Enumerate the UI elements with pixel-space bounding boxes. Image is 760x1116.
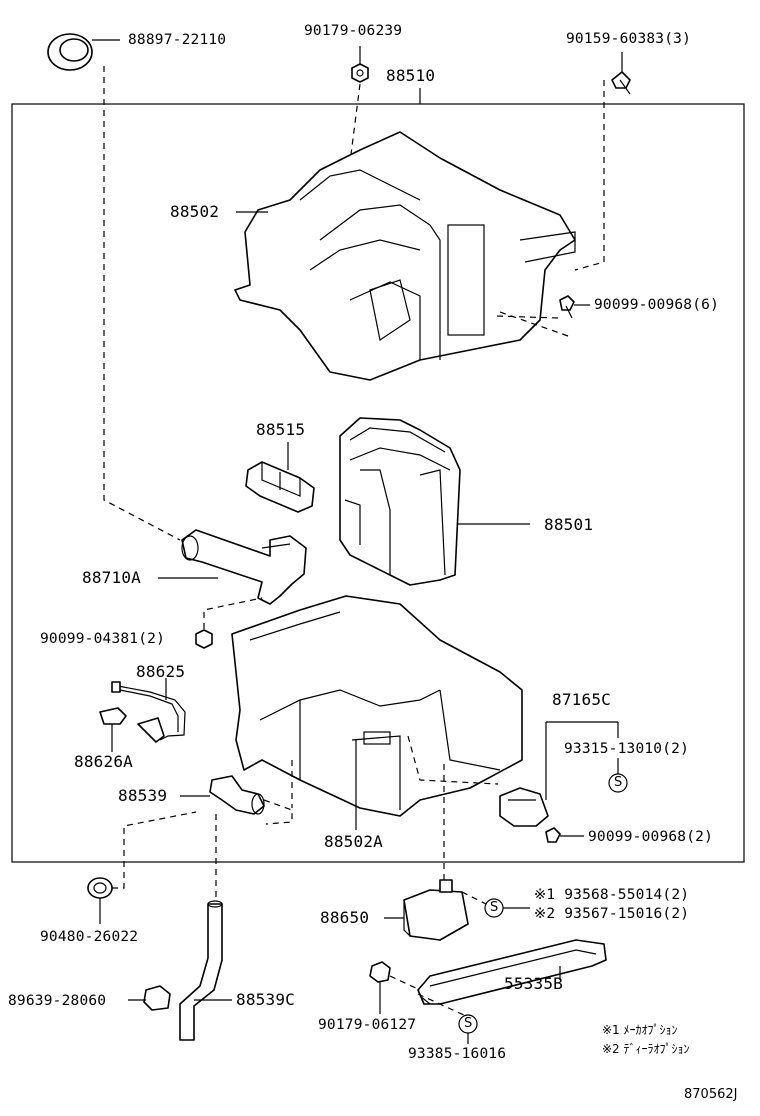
- s-mark-93315-icon: [608, 773, 628, 793]
- nut-90179-06239-icon: [351, 63, 369, 83]
- oring-88897-icon: [47, 33, 93, 71]
- dash-93385: [417, 993, 467, 1017]
- note-maker-option: ※1 ﾒｰｶｵﾌﾟｼｮﾝ: [602, 1023, 678, 1037]
- hose-88539-icon: [209, 775, 265, 815]
- label-88626A: 88626A: [74, 752, 133, 771]
- label-88710A: 88710A: [82, 568, 141, 587]
- label-88539: 88539: [118, 786, 168, 805]
- s-mark-93385-text: S: [464, 1016, 473, 1031]
- dash-bottom-case: [407, 735, 499, 785]
- grommet-90480-icon: [87, 877, 113, 899]
- lower-case-88502A-icon: [231, 595, 523, 817]
- screw-90159-icon: [611, 71, 631, 95]
- amplifier-88650-icon: [403, 879, 469, 941]
- label-90099-00968-2: 90099-00968(2): [588, 829, 714, 845]
- clip-88626A-icon: [99, 707, 127, 725]
- label-88502A: 88502A: [324, 832, 383, 851]
- clamp-89639-icon: [143, 985, 171, 1011]
- dash-88539: [263, 799, 293, 825]
- label-88515: 88515: [256, 420, 306, 439]
- dash-88710A: [203, 597, 263, 640]
- label-88897-22110: 88897-22110: [128, 32, 227, 48]
- label-90179-06127: 90179-06127: [318, 1017, 417, 1033]
- label-87165C: 87165C: [552, 690, 611, 709]
- label-93385-16016: 93385-16016: [408, 1046, 507, 1062]
- bracket-87165C-icon: [499, 787, 549, 827]
- label-90480-26022: 90480-26022: [40, 929, 139, 945]
- dash-88650-s: [461, 891, 487, 905]
- dash-90099-6b: [499, 311, 569, 337]
- tube-88710A-icon: [181, 529, 307, 605]
- s-mark-93568-text: S: [490, 900, 499, 915]
- label-93567-15016: ※2 93567-15016(2): [534, 906, 690, 922]
- label-90159-60383: 90159-60383(3): [566, 31, 692, 47]
- label-88539C: 88539C: [236, 990, 295, 1009]
- label-88625: 88625: [136, 662, 186, 681]
- assembly-frame: [11, 103, 745, 863]
- drain-hose-88539C-icon: [179, 900, 223, 1041]
- dash-88897: [103, 66, 181, 541]
- sensor-88625-icon: [111, 681, 186, 743]
- dash-90480: [112, 811, 197, 889]
- bracket-55335B-icon: [417, 939, 607, 1005]
- s-mark-93315-text: S: [614, 775, 623, 790]
- label-90099-04381: 90099-04381(2): [40, 631, 166, 647]
- label-88650: 88650: [320, 908, 370, 927]
- screw-90099-00968-6-icon: [559, 295, 575, 319]
- label-55335B: 55335B: [504, 974, 563, 993]
- valve-88515-icon: [245, 461, 315, 513]
- label-88510: 88510: [386, 66, 436, 85]
- evaporator-88501-icon: [339, 417, 461, 586]
- upper-case-88502-icon: [234, 131, 576, 381]
- label-93568-55014: ※1 93568-55014(2): [534, 887, 690, 903]
- diagram-code: 870562J: [684, 1087, 738, 1102]
- nut-90099-04381-icon: [195, 629, 213, 649]
- label-88501: 88501: [544, 515, 594, 534]
- dash-90179-06127: [389, 975, 421, 991]
- label-93315-13010: 93315-13010(2): [564, 741, 690, 757]
- note-dealer-option: ※2 ﾃﾞｨｰﾗｵﾌﾟｼｮﾝ: [602, 1042, 690, 1056]
- nut-90179-06127-icon: [369, 961, 391, 983]
- dash-90159: [574, 80, 605, 271]
- label-90099-00968-6: 90099-00968(6): [594, 297, 720, 313]
- label-90179-06239: 90179-06239: [304, 23, 403, 39]
- label-88502: 88502: [170, 202, 220, 221]
- label-89639-28060: 89639-28060: [8, 993, 107, 1009]
- screw-90099-00968-2-icon: [545, 827, 561, 843]
